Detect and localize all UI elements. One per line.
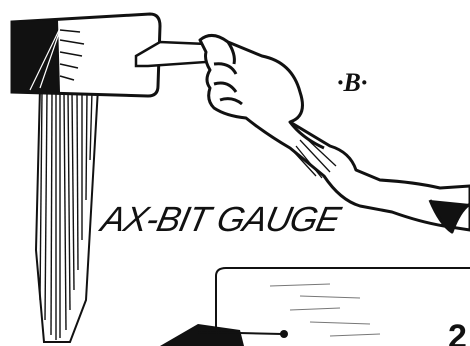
lower-detail-drawing xyxy=(160,268,470,346)
figure-label-b: ·B· xyxy=(337,68,367,98)
axe-handle xyxy=(36,88,98,342)
illustration-caption: AX-BIT GAUGE xyxy=(98,200,343,240)
corner-number: 2 xyxy=(448,318,467,346)
